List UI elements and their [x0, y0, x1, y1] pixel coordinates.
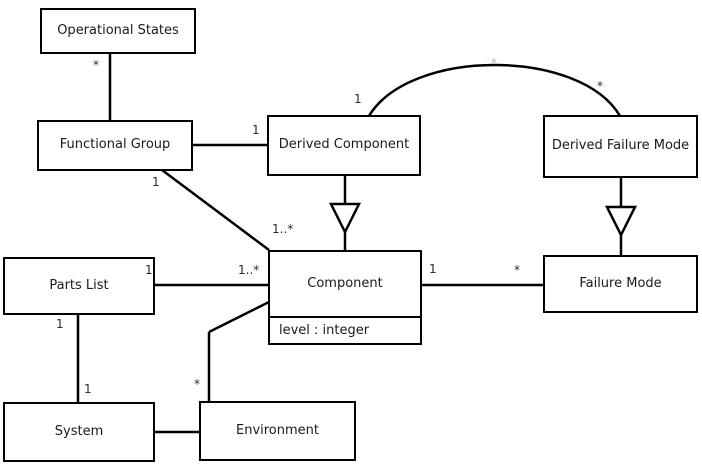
class-name-operational-states: Operational States [57, 22, 179, 38]
class-name-derived-component: Derived Component [278, 137, 410, 153]
class-name-derived-failure-mode: Derived Failure Mode [551, 138, 690, 154]
multiplicity-failure-mode-left-star: * [514, 263, 520, 277]
multiplicity-system-up-one: 1 [84, 382, 92, 396]
generalization-triangle-failure-mode [604, 205, 638, 238]
class-parts-list[interactable]: Parts List [3, 257, 155, 315]
multiplicity-derived-component-arc-one: 1 [354, 92, 362, 106]
multiplicity-environment-up-star: * [194, 377, 200, 391]
multiplicity-operational-states-star: * [93, 58, 99, 72]
multiplicity-derived-failure-mode-arc-star: * [597, 79, 603, 93]
class-name-failure-mode: Failure Mode [579, 275, 662, 291]
multiplicity-arc-apex-star: * [491, 56, 497, 70]
class-attribute-component-level: level : integer [270, 316, 420, 343]
class-name-environment: Environment [235, 422, 319, 438]
multiplicity-parts-list-down-one: 1 [56, 317, 64, 331]
class-system[interactable]: System [3, 402, 155, 462]
class-name-functional-group: Functional Group [59, 137, 171, 153]
edge-functional-group-component [161, 168, 270, 252]
class-failure-mode[interactable]: Failure Mode [543, 255, 698, 313]
multiplicity-component-top-left-one-star: 1..* [272, 222, 294, 236]
class-component[interactable]: Component level : integer [268, 250, 422, 345]
class-environment[interactable]: Environment [199, 401, 356, 461]
edge-environment-component-diagonal [208, 300, 270, 334]
multiplicity-component-right-one: 1 [429, 262, 437, 276]
class-derived-component[interactable]: Derived Component [267, 115, 421, 176]
class-name-parts-list: Parts List [49, 277, 109, 293]
multiplicity-parts-list-right-one: 1 [145, 263, 153, 277]
class-name-system: System [54, 423, 104, 439]
edge-derived-component-derived-failure-mode-arc [367, 63, 622, 117]
class-functional-group[interactable]: Functional Group [37, 120, 193, 171]
class-name-component: Component [307, 275, 383, 291]
class-operational-states[interactable]: Operational States [40, 8, 196, 54]
multiplicity-functional-group-derived-component-one: 1 [252, 123, 260, 137]
class-derived-failure-mode[interactable]: Derived Failure Mode [543, 115, 698, 178]
multiplicity-functional-group-diagonal-one: 1 [152, 175, 160, 189]
generalization-triangle-component [328, 202, 362, 235]
multiplicity-parts-list-component-one-star: 1..* [238, 263, 260, 277]
